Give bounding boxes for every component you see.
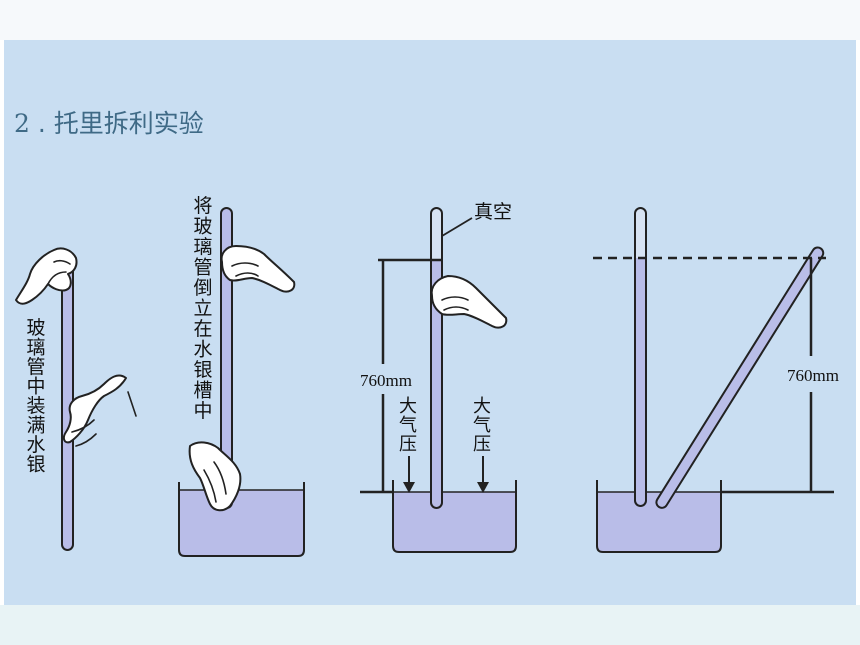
- step1-caption-char: 璃: [26, 337, 45, 359]
- step3-pressure-arrowhead-left: [403, 482, 415, 493]
- step2-caption-char: 银: [193, 359, 212, 381]
- step4-trough: [596, 480, 722, 553]
- step4-vertical-tube: [634, 207, 647, 507]
- step2-caption-char: 在: [193, 318, 212, 340]
- step2-caption-char: 中: [193, 400, 212, 422]
- step2-caption-char: 玻: [193, 216, 212, 238]
- step3-tube: [430, 207, 443, 509]
- step3-height-label: 760mm: [360, 371, 412, 390]
- step2-bottom-hand-icon: [188, 441, 242, 512]
- step3-pressure-label-left: 大气压: [399, 396, 417, 455]
- step1-caption-char: 满: [26, 415, 45, 437]
- title-separator: .: [37, 109, 46, 138]
- title-number: 2: [14, 109, 30, 138]
- step1-caption-char: 水: [26, 434, 45, 456]
- step1-caption-char: 玻: [26, 317, 45, 339]
- step1-caption-char: 管: [26, 356, 45, 378]
- step3-pressure-right-char: 压: [473, 434, 491, 455]
- step2-caption-char: 璃: [193, 236, 212, 258]
- title-text: 托里拆利实验: [53, 109, 204, 138]
- step3-pressure-left-char: 压: [399, 434, 417, 455]
- step2-caption-char: 将: [193, 195, 212, 217]
- step3-tube-vacuum: [431, 208, 442, 264]
- step3-hand-icon: [430, 275, 508, 329]
- step3-tube-mercury: [431, 260, 442, 508]
- step3-pressure-arrowhead-right: [477, 482, 489, 493]
- step3-hand-fingers: [441, 296, 469, 311]
- step2-caption-char: 槽: [193, 380, 212, 402]
- step2-trough: [178, 482, 305, 557]
- step1-top-hand-icon: [15, 247, 78, 305]
- step4-vertical-tube-mercury: [635, 258, 646, 506]
- step2-caption-char: 水: [193, 339, 212, 361]
- step2-caption-char: 管: [193, 257, 212, 279]
- step4-group: 760mm: [593, 207, 839, 553]
- step1-top-hand-fingers: [47, 259, 71, 285]
- step4-tilted-tube-mercury: [655, 246, 825, 509]
- step3-group: 760mm 真空 大气压 大气压: [360, 201, 517, 553]
- step3-pressure-label-right: 大气压: [473, 396, 491, 455]
- step2-top-hand-fingers: [231, 262, 259, 277]
- step1-caption-char: 装: [26, 395, 45, 417]
- step3-pressure-left-char: 大: [399, 396, 417, 417]
- step4-trough-mercury: [597, 492, 721, 552]
- step3-pressure-right-char: 气: [473, 415, 491, 436]
- slide-title: 2 . 托里拆利实验: [14, 106, 204, 142]
- step2-trough-mercury: [179, 490, 304, 556]
- step2-bottom-hand-fingers: [203, 461, 227, 503]
- step1-caption-char: 银: [26, 454, 45, 476]
- step3-vacuum-leader: [441, 217, 473, 237]
- step4-height-label: 760mm: [787, 366, 839, 385]
- step4-vertical-tube-vacuum: [635, 208, 646, 262]
- step2-top-hand-icon: [220, 245, 296, 293]
- step3-vacuum-label: 真空: [474, 201, 512, 223]
- top-band: [0, 0, 860, 40]
- step3-trough-mercury: [393, 492, 516, 552]
- bottom-band: [0, 605, 860, 645]
- step1-bottom-hand-fingers: [71, 391, 137, 447]
- step2-caption-char: 立: [193, 298, 212, 320]
- step4-tilted-tube: [655, 246, 825, 509]
- step3-pressure-right-char: 大: [473, 396, 491, 417]
- step3-pressure-left-char: 气: [399, 415, 417, 436]
- step3-trough: [392, 480, 517, 553]
- step2-caption-char: 倒: [193, 277, 212, 299]
- step1-bottom-hand-icon: [62, 374, 127, 444]
- step1-caption-char: 中: [26, 376, 45, 398]
